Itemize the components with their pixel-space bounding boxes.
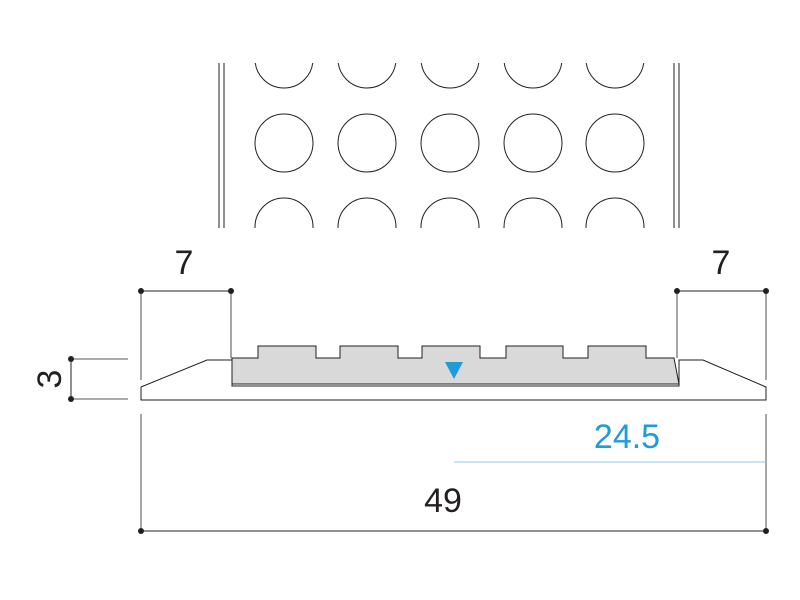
stud-circle-r2-c3: [420, 113, 480, 173]
stud-circle-r3-c3: [420, 197, 480, 228]
dimension-height: 3: [31, 356, 128, 402]
dim-right-dot-a: [674, 288, 680, 294]
dim-height-label: 3: [31, 370, 69, 389]
dimension-left-width: 7: [138, 244, 234, 380]
stud-circle-r2-c5: [585, 113, 645, 173]
triangle-down-icon: [445, 362, 463, 379]
stud-circle-r1-c2: [337, 63, 397, 89]
stud-circle-r2-c2: [337, 113, 397, 173]
stud-circle-r3-c4: [503, 197, 563, 228]
stud-circle-r1-c5: [585, 63, 645, 89]
dim-total-label: 49: [424, 482, 462, 520]
dim-total-dot-right: [763, 528, 769, 534]
dim-right-dot-b: [763, 288, 769, 294]
dim-height-dot-bottom: [68, 396, 74, 402]
base-plate-outline: [140, 359, 767, 401]
stud-circle-r2-c1: [254, 113, 314, 173]
dim-left-label: 7: [175, 244, 194, 282]
cross-section-profile: [140, 345, 767, 401]
dimension-total-width: 49: [138, 414, 769, 534]
top-view-panel: [218, 63, 680, 228]
dimension-center-offset: 24.5: [454, 418, 766, 463]
stud-circle-r3-c1: [254, 197, 314, 228]
stud-circle-r3-c5: [585, 197, 645, 228]
dim-total-dot-left: [138, 528, 144, 534]
stud-circle-r1-c3: [420, 63, 480, 89]
dim-left-dot-b: [228, 288, 234, 294]
stud-circle-r1-c1: [254, 63, 314, 89]
stud-circle-r3-c2: [337, 197, 397, 228]
dim-center-label: 24.5: [594, 418, 660, 456]
dim-right-label: 7: [712, 244, 731, 282]
dim-left-dot-a: [138, 288, 144, 294]
stud-circle-r2-c4: [503, 113, 563, 173]
stud-grid: [254, 63, 645, 228]
dimension-right-width: 7: [674, 244, 769, 380]
dim-height-dot-top: [68, 356, 74, 362]
stud-circle-r1-c4: [503, 63, 563, 89]
